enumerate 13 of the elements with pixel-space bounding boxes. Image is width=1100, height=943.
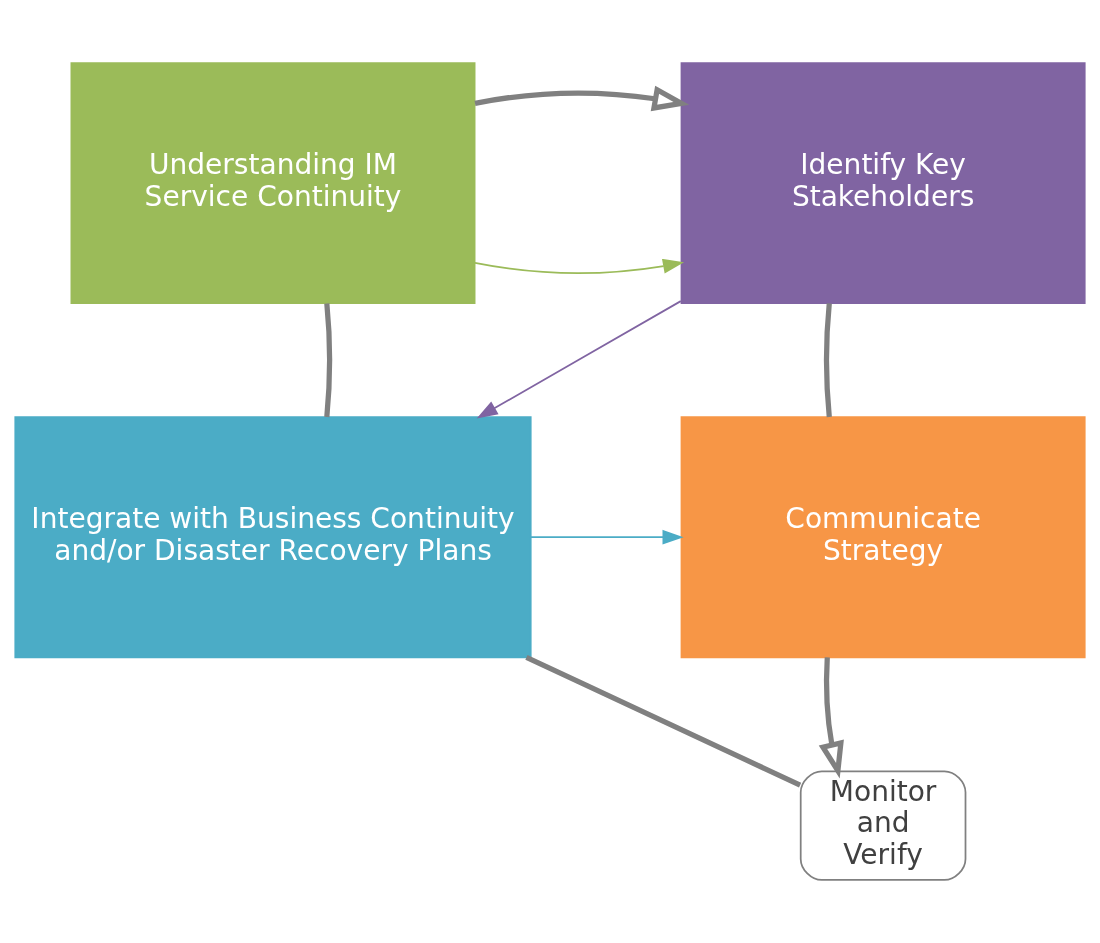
connector <box>525 654 802 788</box>
node-box: Integrate with Business Continuity and/or Disaster Recovery Plans <box>14 416 532 659</box>
arrow <box>476 300 682 419</box>
connector <box>324 303 333 418</box>
node-box: Identify Key Stakeholders <box>680 62 1086 305</box>
arrow <box>474 258 685 274</box>
connector <box>823 303 832 418</box>
arrow <box>530 529 684 545</box>
node-box: Communicate Strategy <box>680 416 1086 659</box>
node-box: Monitor and Verify <box>799 770 967 881</box>
arrow <box>818 657 844 779</box>
node-box: Understanding IM Service Continuity <box>70 62 476 305</box>
arrow <box>474 85 690 112</box>
